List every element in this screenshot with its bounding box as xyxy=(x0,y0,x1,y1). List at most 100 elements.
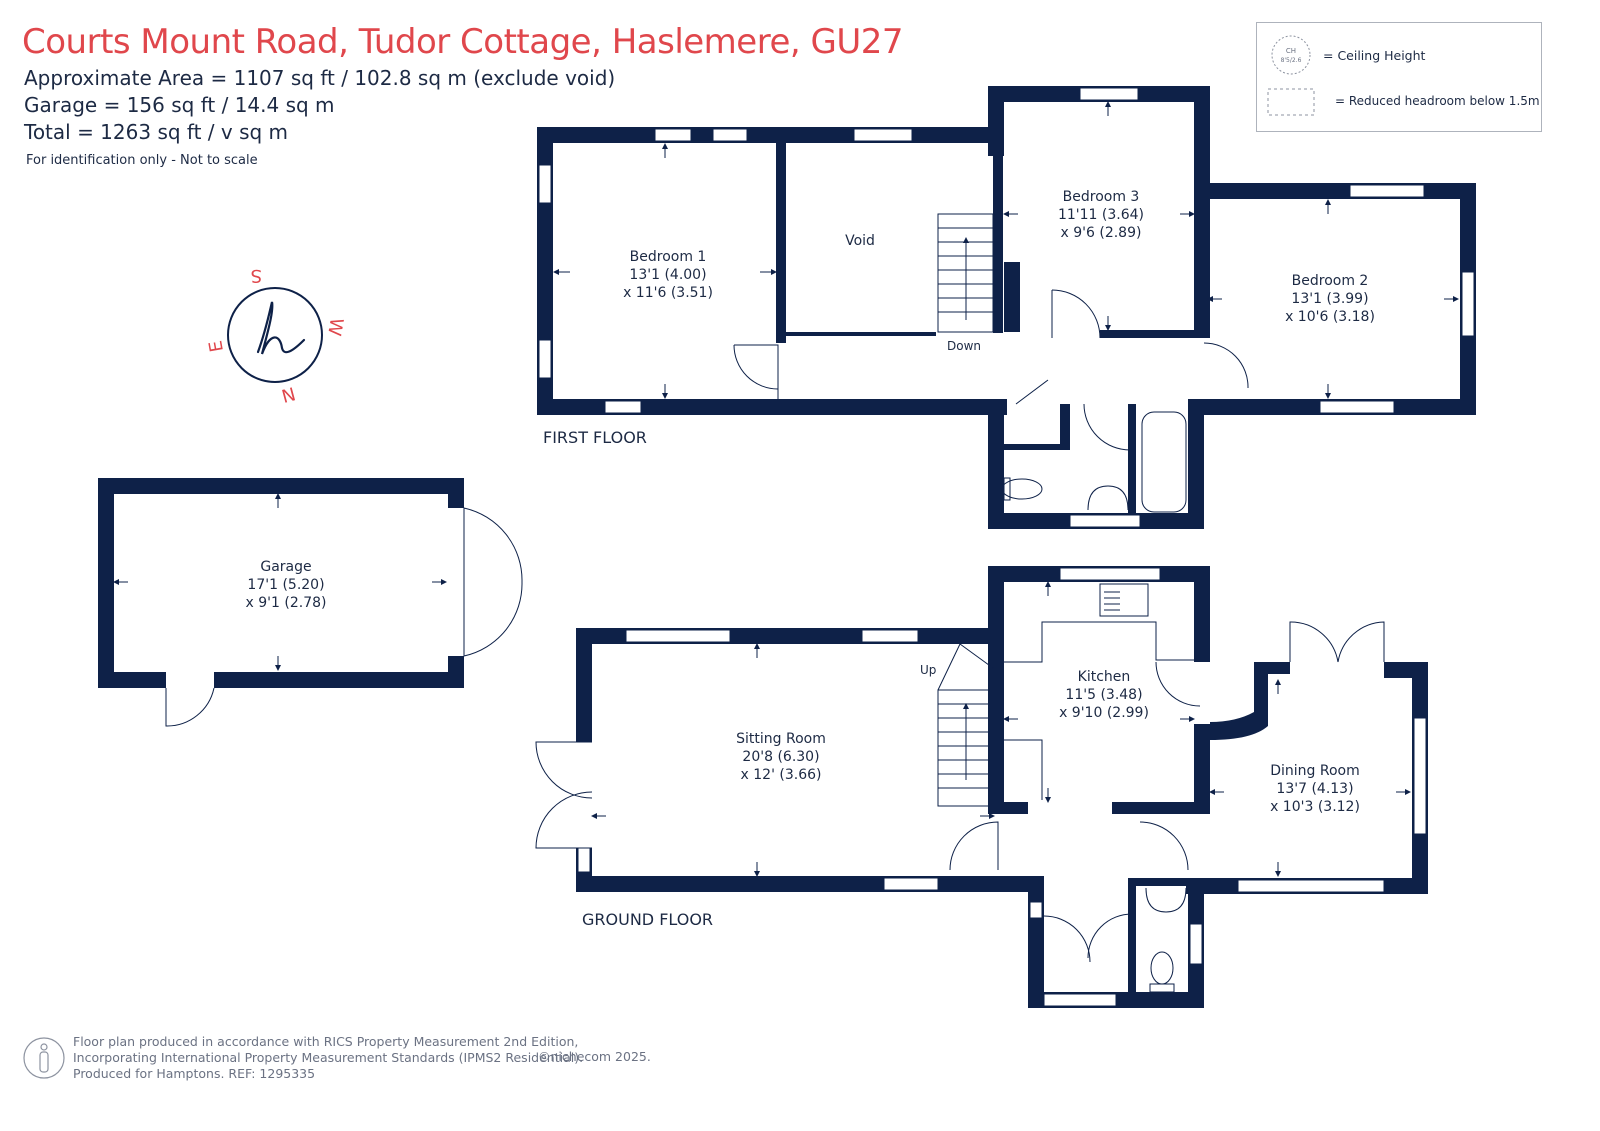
window xyxy=(1189,923,1203,965)
stairs-down-label: Down xyxy=(947,339,982,353)
wall xyxy=(1028,876,1044,1008)
door xyxy=(1015,379,1049,405)
toilet-cistern xyxy=(1149,983,1175,993)
scale-disclaimer: For identification only - Not to scale xyxy=(26,153,258,168)
legend-box xyxy=(1256,22,1542,132)
door-swing xyxy=(733,344,779,390)
footer-notes: Floor plan produced in accordance with R… xyxy=(73,1034,583,1082)
room-dimension: 13'1 (3.99) xyxy=(1291,291,1369,307)
ceiling-height-symbol-ch: CH xyxy=(1286,47,1296,55)
window xyxy=(538,339,552,379)
room-dimension: x 10'3 (3.12) xyxy=(1270,799,1360,815)
window xyxy=(1461,271,1475,337)
room-dimension: x 9'6 (2.89) xyxy=(1060,225,1142,241)
door-swing xyxy=(1203,342,1249,389)
wall xyxy=(776,143,786,343)
room-dimension: 20'8 (6.30) xyxy=(742,749,820,765)
window xyxy=(1349,184,1425,198)
footer-line: Incorporating International Property Mea… xyxy=(73,1050,584,1065)
wall xyxy=(1194,86,1210,338)
room-name: Sitting Room xyxy=(736,731,826,747)
wall xyxy=(988,566,1004,810)
garage-doors xyxy=(165,507,523,727)
room-name: Garage xyxy=(260,559,312,575)
door xyxy=(734,344,779,399)
door xyxy=(949,821,999,871)
room-dimension: 13'7 (4.13) xyxy=(1276,781,1354,797)
room-dimension: 11'11 (3.64) xyxy=(1057,207,1145,223)
compass-ring xyxy=(227,287,323,383)
dimension-arrows xyxy=(113,101,1459,877)
legend-ceiling-height: = Ceiling Height xyxy=(1323,48,1426,63)
window xyxy=(712,128,748,142)
wall xyxy=(1188,399,1204,529)
kitchen-sink-icon xyxy=(1099,583,1149,617)
wall xyxy=(98,478,464,494)
room-dimension: x 10'6 (3.18) xyxy=(1285,309,1375,325)
window xyxy=(1029,901,1043,919)
page-title: Courts Mount Road, Tudor Cottage, Haslem… xyxy=(22,22,903,62)
compass-east: E xyxy=(205,339,228,354)
room-sitting-room: Sitting Room 20'8 (6.30) x 12' (3.66) xyxy=(736,730,826,784)
wall xyxy=(1004,444,1064,450)
wall xyxy=(537,127,997,143)
wall xyxy=(576,628,592,742)
window xyxy=(1413,717,1427,835)
legend-symbols: CH 8'5/2.6 xyxy=(1267,35,1315,116)
ceiling-height-icon xyxy=(1271,35,1311,75)
window xyxy=(861,629,919,643)
window xyxy=(1069,514,1141,528)
wall xyxy=(576,876,1044,892)
worktop xyxy=(1004,621,1194,663)
room-bedroom-3: Bedroom 3 11'11 (3.64) x 9'6 (2.89) xyxy=(1058,188,1144,242)
copyright: ©nichecom 2025. xyxy=(538,1049,651,1064)
door-right-leaf xyxy=(535,791,593,849)
garage-side-door xyxy=(165,687,215,727)
wall xyxy=(993,143,1003,333)
window xyxy=(1319,400,1395,414)
wall xyxy=(1128,404,1136,514)
room-dimension: x 9'10 (2.99) xyxy=(1059,705,1149,721)
window xyxy=(1079,87,1139,101)
ground-floor-fixtures xyxy=(535,583,1385,993)
first-floor-fixtures xyxy=(733,213,1249,513)
door-swing xyxy=(1139,821,1189,871)
stairs-up-label: Up xyxy=(920,663,937,677)
garage-area: Garage = 156 sq ft / 14.4 sq m xyxy=(24,93,335,117)
wall xyxy=(1004,262,1020,332)
footer-line: Produced for Hamptons. REF: 1295335 xyxy=(73,1066,316,1081)
approximate-area: Approximate Area = 1107 sq ft / 102.8 sq… xyxy=(24,66,616,90)
room-dimension: x 11'6 (3.51) xyxy=(623,285,713,301)
window xyxy=(625,629,731,643)
wall xyxy=(988,802,1028,814)
room-dimension: x 9'1 (2.78) xyxy=(245,595,327,611)
toilet-icon xyxy=(1150,951,1174,985)
room-bedroom-1: Bedroom 1 13'1 (4.00) x 11'6 (3.51) xyxy=(623,248,713,302)
window xyxy=(853,128,913,142)
wall xyxy=(988,86,1004,156)
ground-floor-label: GROUND FLOOR xyxy=(582,910,714,929)
first-floor-windows xyxy=(538,87,1475,528)
total-area: Total = 1263 sq ft / v sq m xyxy=(24,120,289,144)
wall xyxy=(786,332,936,336)
wall xyxy=(1194,183,1476,199)
dining-door-left xyxy=(1289,621,1339,663)
wall xyxy=(1194,566,1210,662)
door-swing xyxy=(1087,913,1133,959)
worktop xyxy=(1004,739,1043,800)
door-swing xyxy=(1043,915,1091,963)
room-name: Bedroom 1 xyxy=(629,249,707,265)
wall xyxy=(1128,878,1194,886)
garage-door-right xyxy=(463,581,523,657)
window xyxy=(1237,879,1385,893)
toilet-icon xyxy=(1001,478,1043,500)
door-swing xyxy=(1155,661,1201,707)
ground-floor-windows xyxy=(577,567,1427,1007)
window xyxy=(883,877,939,891)
footer-line: Floor plan produced in accordance with R… xyxy=(73,1034,579,1049)
toilet-cistern xyxy=(1003,477,1011,501)
ceiling-height-symbol-value: 8'5/2.6 xyxy=(1281,57,1302,64)
wall xyxy=(1194,724,1210,814)
wall xyxy=(1100,330,1200,338)
